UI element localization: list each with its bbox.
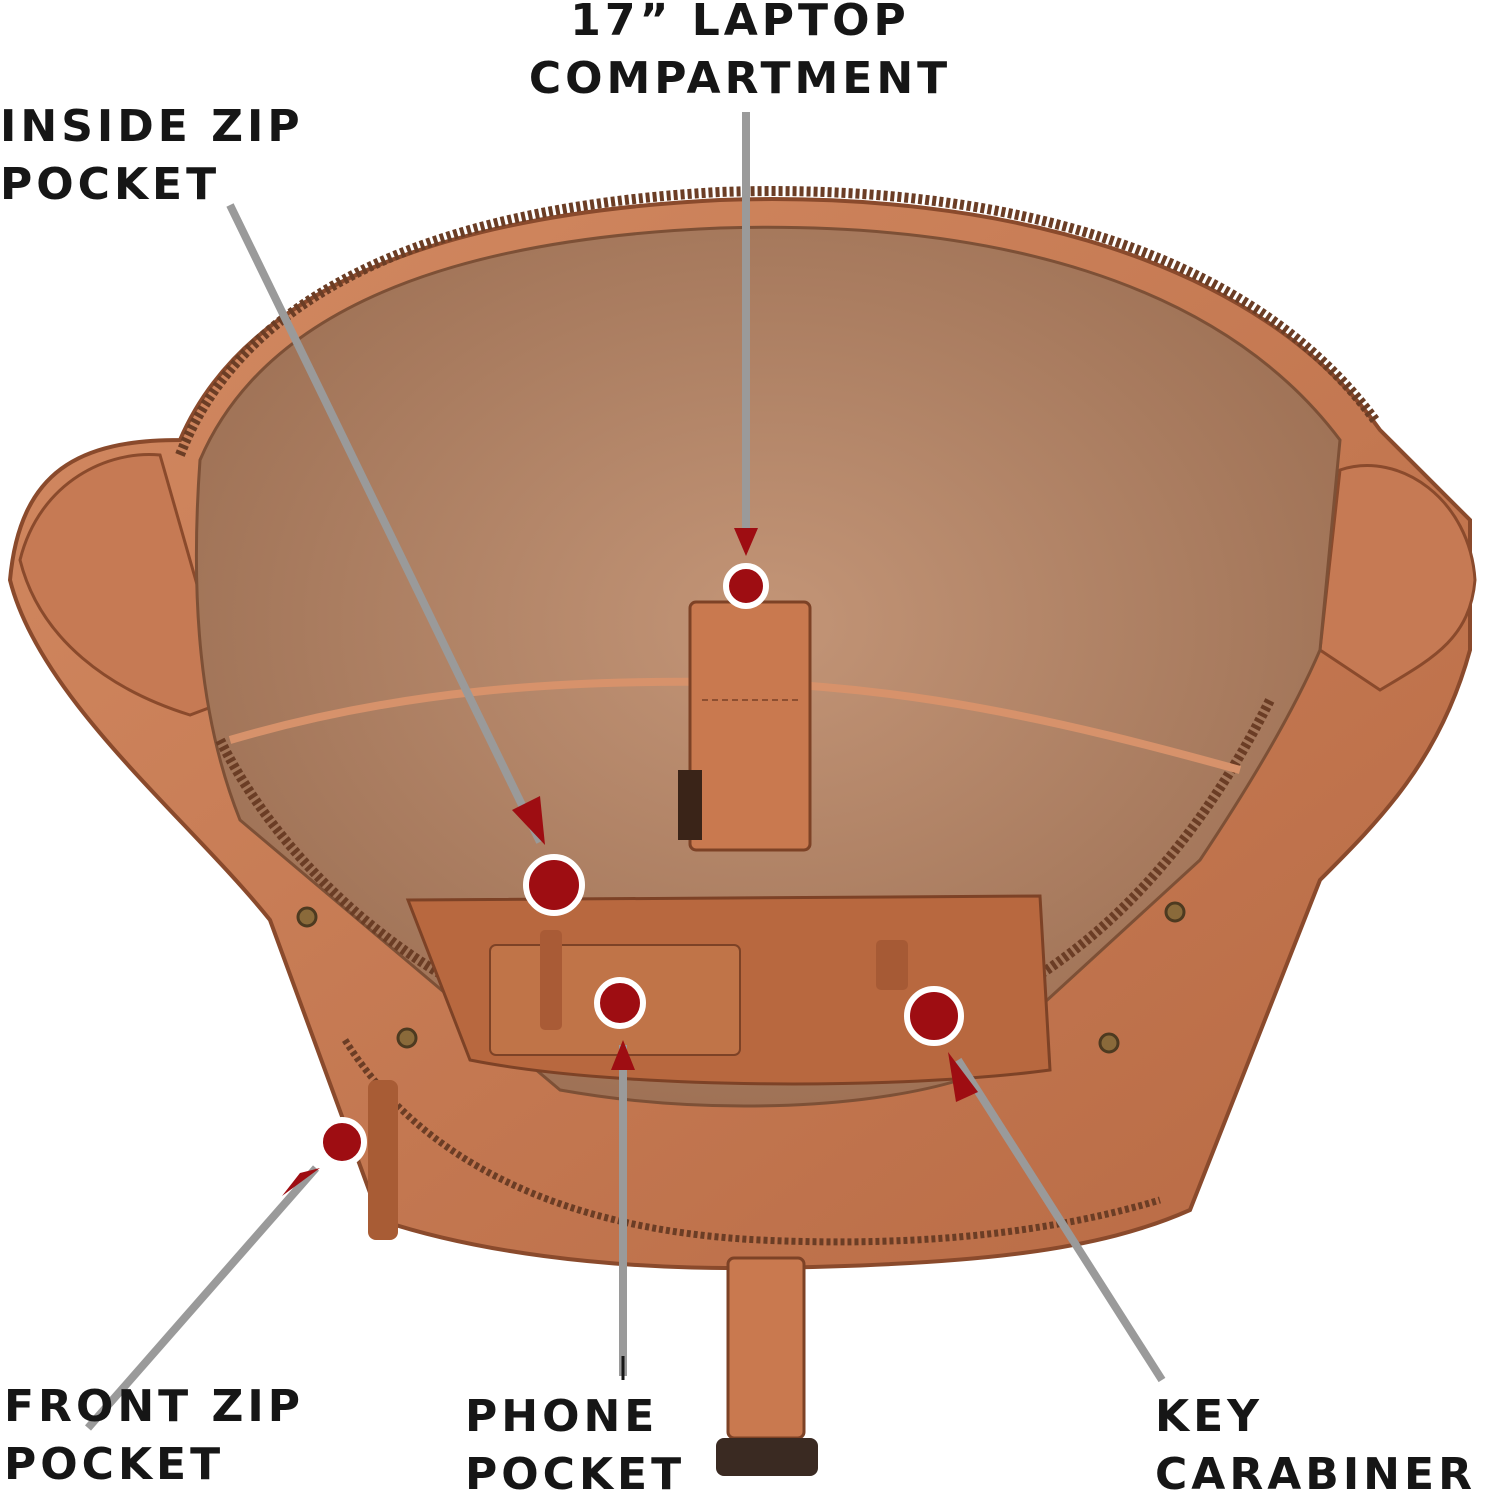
marker-inside xyxy=(523,854,585,916)
label-key-line1: KEY xyxy=(1155,1391,1264,1442)
strap-tab xyxy=(678,600,812,852)
arrowhead-laptop xyxy=(734,528,758,556)
arrow-key xyxy=(954,1057,1166,1383)
label-laptop-line2: COMPARTMENT xyxy=(528,53,952,104)
label-laptop-line1: 17” LAPTOP xyxy=(570,0,910,46)
marker-phone xyxy=(594,977,646,1029)
label-front-zip-pocket: FRONT ZIP POCKET xyxy=(4,1378,304,1494)
bottom-strap xyxy=(716,1256,818,1476)
label-inside-line1: INSIDE ZIP xyxy=(0,101,304,152)
front-zipper xyxy=(342,1038,1162,1246)
label-key-line2: CARABINER xyxy=(1155,1449,1476,1499)
callout-arrows xyxy=(84,112,1166,1431)
marker-key xyxy=(904,986,964,1046)
label-laptop-compartment: 17” LAPTOP COMPARTMENT xyxy=(500,0,980,108)
rivets xyxy=(296,901,1186,1054)
marker-front xyxy=(317,1117,367,1167)
label-phone-line2: POCKET xyxy=(465,1449,686,1499)
label-phone-line1: PHONE xyxy=(465,1391,659,1442)
label-phone-pocket: PHONE POCKET xyxy=(465,1388,685,1499)
label-front-line2: POCKET xyxy=(4,1439,225,1490)
organizer-pocket xyxy=(405,894,1052,1086)
arrow-inside xyxy=(226,203,544,844)
marker-laptop xyxy=(723,563,769,609)
label-inside-line2: POCKET xyxy=(0,159,221,210)
label-front-line1: FRONT ZIP xyxy=(4,1381,305,1432)
arrowhead-key xyxy=(948,1052,978,1102)
markers xyxy=(317,563,964,1167)
label-inside-zip-pocket: INSIDE ZIP POCKET xyxy=(0,98,304,214)
arrowhead-inside xyxy=(512,796,545,845)
arrowhead-front xyxy=(282,1168,320,1196)
arrowhead-phone xyxy=(611,1040,635,1070)
arrow-heads xyxy=(282,528,978,1196)
front-zip-pull xyxy=(368,1080,398,1240)
label-key-carabiner: KEY CARABINER xyxy=(1155,1388,1476,1499)
top-zipper xyxy=(175,186,1380,1066)
arrow-front xyxy=(84,1165,320,1431)
